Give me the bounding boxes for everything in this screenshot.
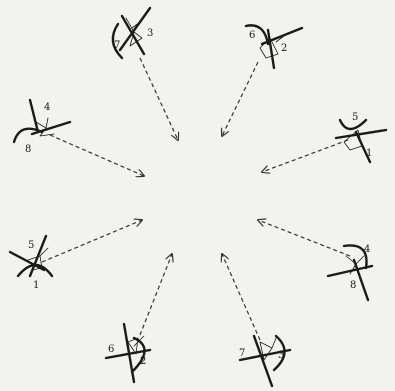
- arrow-top-right: [222, 62, 258, 136]
- figure-label-right: 2: [140, 356, 146, 367]
- arrow-left-lower: [42, 220, 142, 262]
- arrow-top-left: [140, 58, 178, 140]
- figure-label-bottom: 1: [366, 148, 372, 159]
- figure-left-upper: 4 8: [14, 100, 70, 155]
- figure-label-bottom: 1: [33, 280, 39, 291]
- figure-bar: [328, 266, 372, 276]
- figure-top-left: 7 3: [113, 8, 154, 58]
- figure-right-lower: 4 8: [328, 244, 372, 300]
- figure-label-left: 6: [108, 344, 114, 355]
- figure-bottom-left: 6 2: [106, 324, 150, 382]
- figure-label-right: 2: [281, 43, 287, 54]
- figure-label-right: 3: [147, 28, 153, 39]
- figure-label-left: 6: [249, 30, 255, 41]
- figure-label-left: 7: [114, 40, 120, 51]
- figure-top-right: 6 2: [246, 25, 302, 68]
- arrow-bottom-right: [222, 254, 260, 340]
- arrow-right-lower: [258, 220, 350, 256]
- figure-left-lower: 5 1: [10, 236, 52, 291]
- figure-bar: [336, 130, 386, 138]
- figure-bar: [268, 30, 274, 68]
- figure-bottom-right: 7 3: [239, 336, 290, 386]
- figure-label-top: 5: [352, 112, 358, 123]
- figure-bar: [120, 8, 150, 50]
- arrow-right-upper: [262, 140, 348, 172]
- figure-label-right: 3: [278, 350, 284, 361]
- figure-label-top: 4: [364, 244, 370, 255]
- arrows: [42, 58, 350, 340]
- figure-right-upper: 5 1: [336, 112, 386, 162]
- arrow-left-upper: [50, 135, 144, 176]
- figure-label-bottom: 8: [25, 144, 31, 155]
- arrow-bottom-left: [140, 254, 172, 335]
- figure-label-bottom: 8: [350, 280, 356, 291]
- figure-label-left: 7: [239, 348, 245, 359]
- figure-bar: [30, 100, 38, 132]
- figure-label-top: 5: [28, 240, 34, 251]
- figure-sketch: [126, 18, 142, 46]
- figure-label-top: 4: [44, 102, 50, 113]
